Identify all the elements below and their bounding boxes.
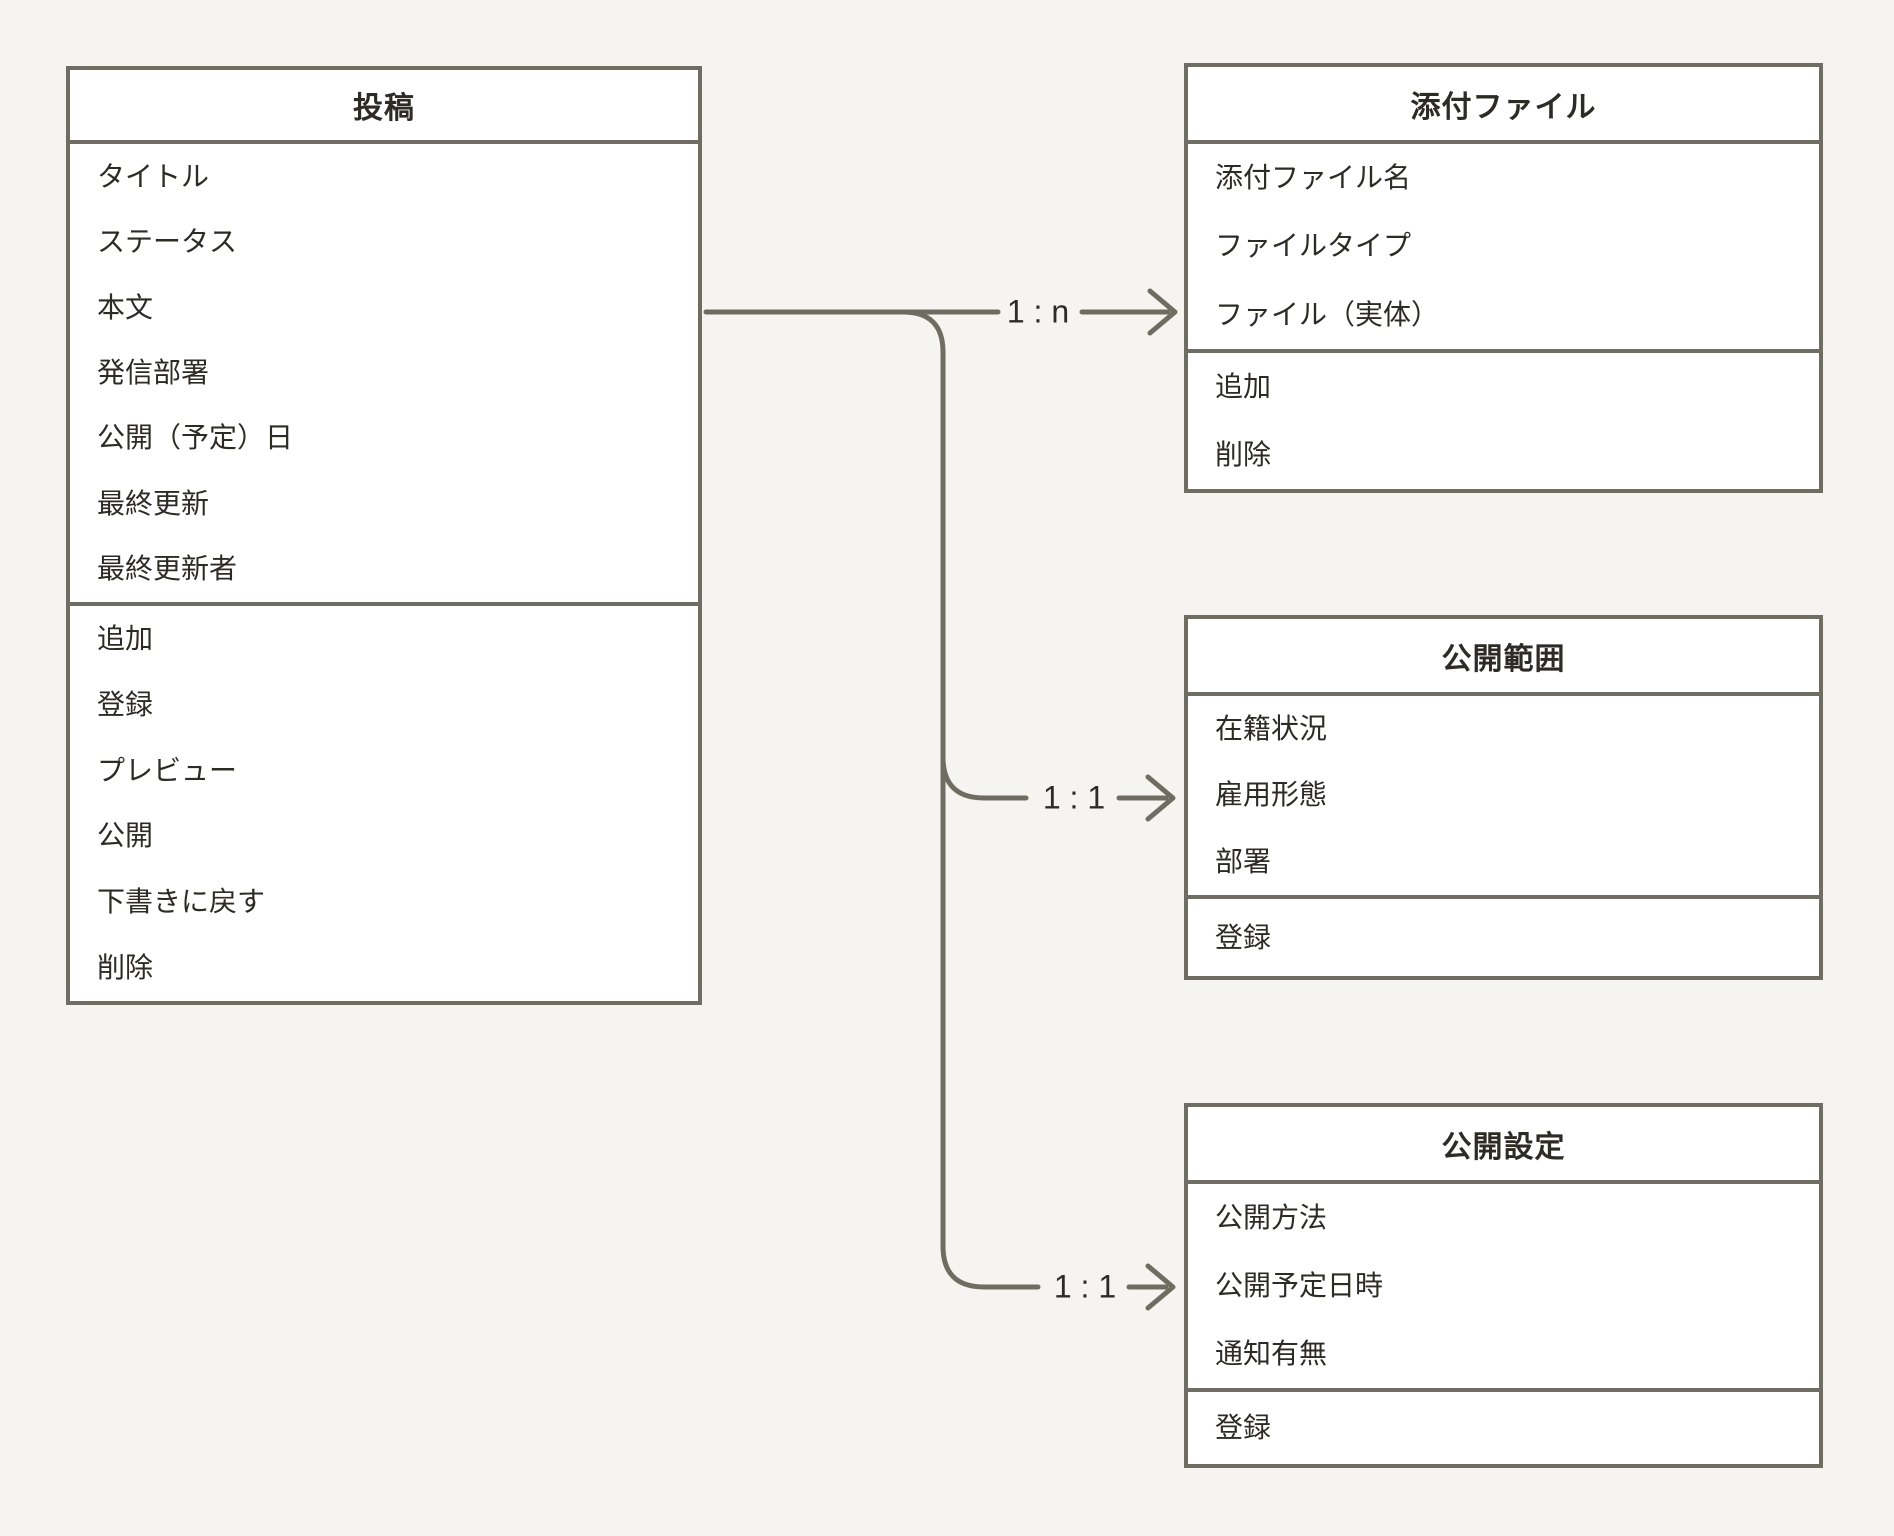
entity-post-attributes: タイトルステータス本文発信部署公開（予定）日最終更新最終更新者	[70, 144, 698, 606]
connector-trunk-line	[900, 309, 1041, 1290]
attribute-row: 在籍状況	[1215, 713, 1328, 745]
relation-label-11-settings: 1 : 1	[1049, 1268, 1121, 1306]
entity-attachment-title: 添付ファイル	[1188, 67, 1819, 144]
action-row: 登録	[97, 688, 154, 720]
attribute-row: 公開予定日時	[1215, 1270, 1384, 1301]
action-row: 登録	[1215, 921, 1272, 953]
action-row: 追加	[1215, 371, 1272, 402]
arrow-attachment-head	[1147, 288, 1178, 336]
entity-post[interactable]: 投稿 タイトルステータス本文発信部署公開（予定）日最終更新最終更新者 追加登録プ…	[66, 66, 702, 1005]
attribute-row: 通知有無	[1215, 1338, 1328, 1369]
attribute-row: ファイルタイプ	[1215, 230, 1412, 262]
entity-attachment[interactable]: 添付ファイル 添付ファイル名ファイルタイプファイル（実体） 追加削除	[1184, 63, 1823, 493]
entity-scope-attributes: 在籍状況雇用形態部署	[1188, 696, 1819, 899]
action-row: 登録	[1215, 1412, 1272, 1443]
entity-scope-actions: 登録	[1188, 899, 1819, 976]
entity-scope-title: 公開範囲	[1188, 619, 1819, 696]
action-row: 削除	[97, 952, 154, 984]
attribute-row: 公開方法	[1215, 1202, 1328, 1233]
entity-attachment-attributes: 添付ファイル名ファイルタイプファイル（実体）	[1188, 144, 1819, 353]
action-row: 追加	[97, 622, 154, 654]
entity-settings-title: 公開設定	[1188, 1107, 1819, 1184]
entity-settings[interactable]: 公開設定 公開方法公開予定日時通知有無 登録	[1184, 1103, 1823, 1468]
attribute-row: ファイル（実体）	[1215, 298, 1440, 330]
attribute-row: タイトル	[97, 160, 210, 192]
entity-settings-actions: 登録	[1188, 1392, 1819, 1464]
attribute-row: 雇用形態	[1215, 779, 1328, 811]
action-row: 公開	[97, 820, 154, 852]
attribute-row: ステータス	[97, 226, 238, 258]
attribute-row: 添付ファイル名	[1215, 162, 1412, 194]
connector-scope-elbow-line	[940, 754, 1029, 801]
arrow-settings-head	[1145, 1263, 1176, 1311]
attribute-row: 最終更新者	[97, 553, 238, 585]
entity-post-actions: 追加登録プレビュー公開下書きに戻す削除	[70, 606, 698, 1001]
entity-attachment-actions: 追加削除	[1188, 353, 1819, 489]
attribute-row: 発信部署	[97, 356, 210, 388]
attribute-row: 本文	[97, 291, 154, 323]
arrow-scope-head	[1145, 774, 1176, 822]
entity-settings-attributes: 公開方法公開予定日時通知有無	[1188, 1184, 1819, 1392]
attribute-row: 公開（予定）日	[97, 422, 294, 454]
relation-label-11-scope: 1 : 1	[1038, 779, 1110, 817]
entity-scope[interactable]: 公開範囲 在籍状況雇用形態部署 登録	[1184, 615, 1823, 980]
entity-post-title: 投稿	[70, 70, 698, 144]
attribute-row: 最終更新	[97, 487, 210, 519]
action-row: 削除	[1215, 439, 1272, 470]
action-row: 下書きに戻す	[97, 886, 266, 918]
relation-label-1n: 1 : n	[1002, 293, 1074, 331]
action-row: プレビュー	[97, 754, 238, 786]
attribute-row: 部署	[1215, 845, 1272, 877]
